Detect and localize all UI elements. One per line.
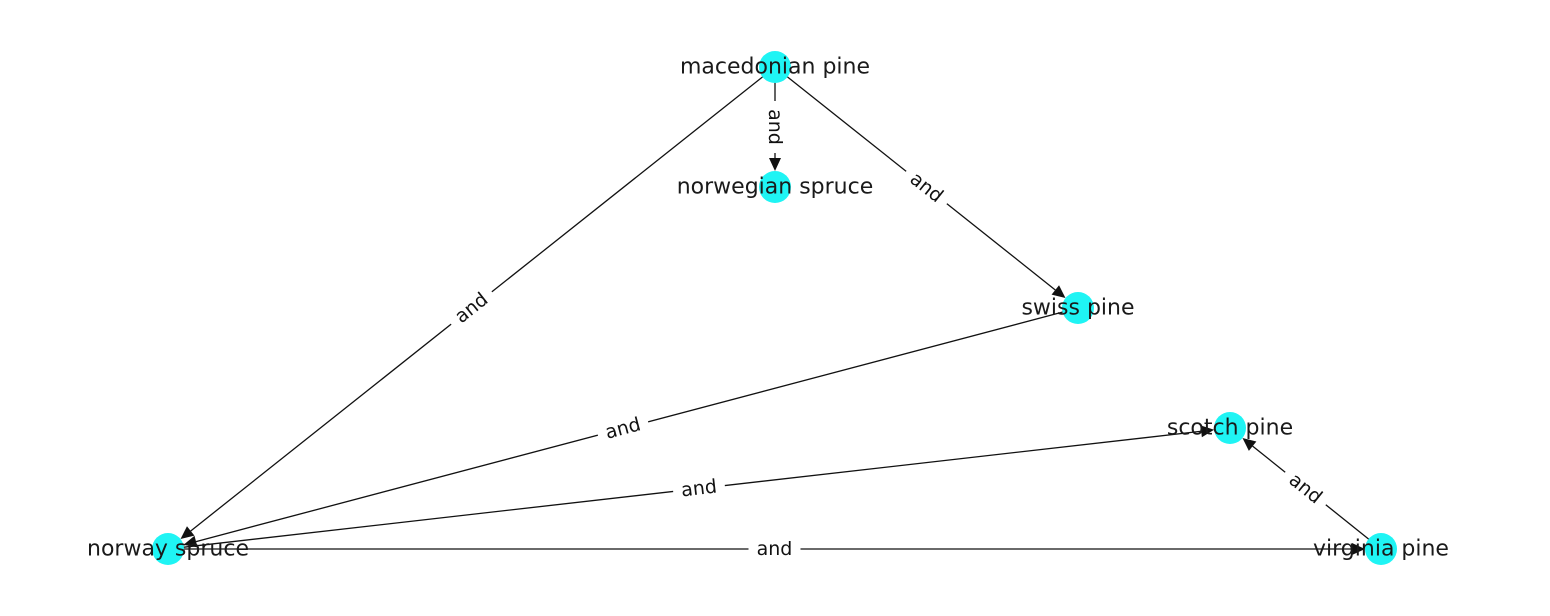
edge-label: and	[757, 538, 793, 560]
edge-label-background	[671, 472, 727, 505]
edge-label: and	[603, 413, 643, 443]
arrowhead-icon	[1352, 543, 1365, 555]
node-label-norway-spruce: norway spruce	[87, 537, 249, 562]
edge-label-group: and	[898, 161, 955, 214]
edge-label-group: and	[594, 409, 652, 448]
arrowhead-icon	[180, 526, 195, 540]
edge-macedonian-pine-to-norway-spruce: and	[180, 68, 773, 540]
node-label-virginia-pine: virginia pine	[1313, 537, 1449, 562]
edge-macedonian-pine-to-norwegian-spruce: and	[762, 71, 788, 171]
edge-label-group: and	[443, 281, 500, 335]
arrowhead-icon	[1200, 425, 1215, 438]
node-scotch-pine[interactable]	[1214, 412, 1246, 444]
node-virginia-pine[interactable]	[1365, 533, 1397, 565]
edge-label-background	[594, 409, 652, 448]
edge-label-background	[762, 101, 788, 153]
edge-label-background	[748, 536, 801, 562]
arrowhead-icon	[1242, 438, 1257, 451]
edge-norway-spruce-to-scotch-pine: and	[171, 425, 1215, 550]
edge-label-group: and	[671, 472, 727, 505]
node-norwegian-spruce[interactable]	[759, 171, 791, 203]
node-label-scotch-pine: scotch pine	[1167, 416, 1293, 441]
nodes-layer	[152, 51, 1397, 565]
arrowhead-icon	[183, 535, 198, 548]
edges-layer: and and and and and and and	[171, 68, 1379, 562]
edge-norway-spruce-to-virginia-pine: and	[172, 536, 1365, 562]
edge-label-background	[443, 281, 500, 335]
edge-label-group: and	[748, 536, 801, 562]
node-label-macedonian-pine: macedonian pine	[680, 55, 870, 80]
node-label-swiss-pine: swiss pine	[1021, 296, 1134, 321]
edge-virginia-pine-to-scotch-pine: and	[1242, 438, 1379, 548]
edge-label-background	[1277, 462, 1334, 515]
arrowhead-icon	[1051, 285, 1066, 299]
node-norway-spruce[interactable]	[152, 533, 184, 565]
node-macedonian-pine[interactable]	[759, 51, 791, 83]
edge-label-background	[898, 161, 955, 214]
edge-label-group: and	[762, 101, 788, 153]
edge-label: and	[680, 476, 718, 502]
arrowhead-icon	[769, 158, 781, 171]
edge-swiss-pine-to-norway-spruce: and	[183, 308, 1075, 548]
edge-label-group: and	[1277, 462, 1334, 515]
edge-label: and	[764, 109, 786, 145]
node-labels-layer: macedonian pine norwegian spruce swiss pin…	[87, 55, 1449, 562]
node-swiss-pine[interactable]	[1062, 292, 1094, 324]
node-label-norwegian-spruce: norwegian spruce	[677, 175, 874, 200]
